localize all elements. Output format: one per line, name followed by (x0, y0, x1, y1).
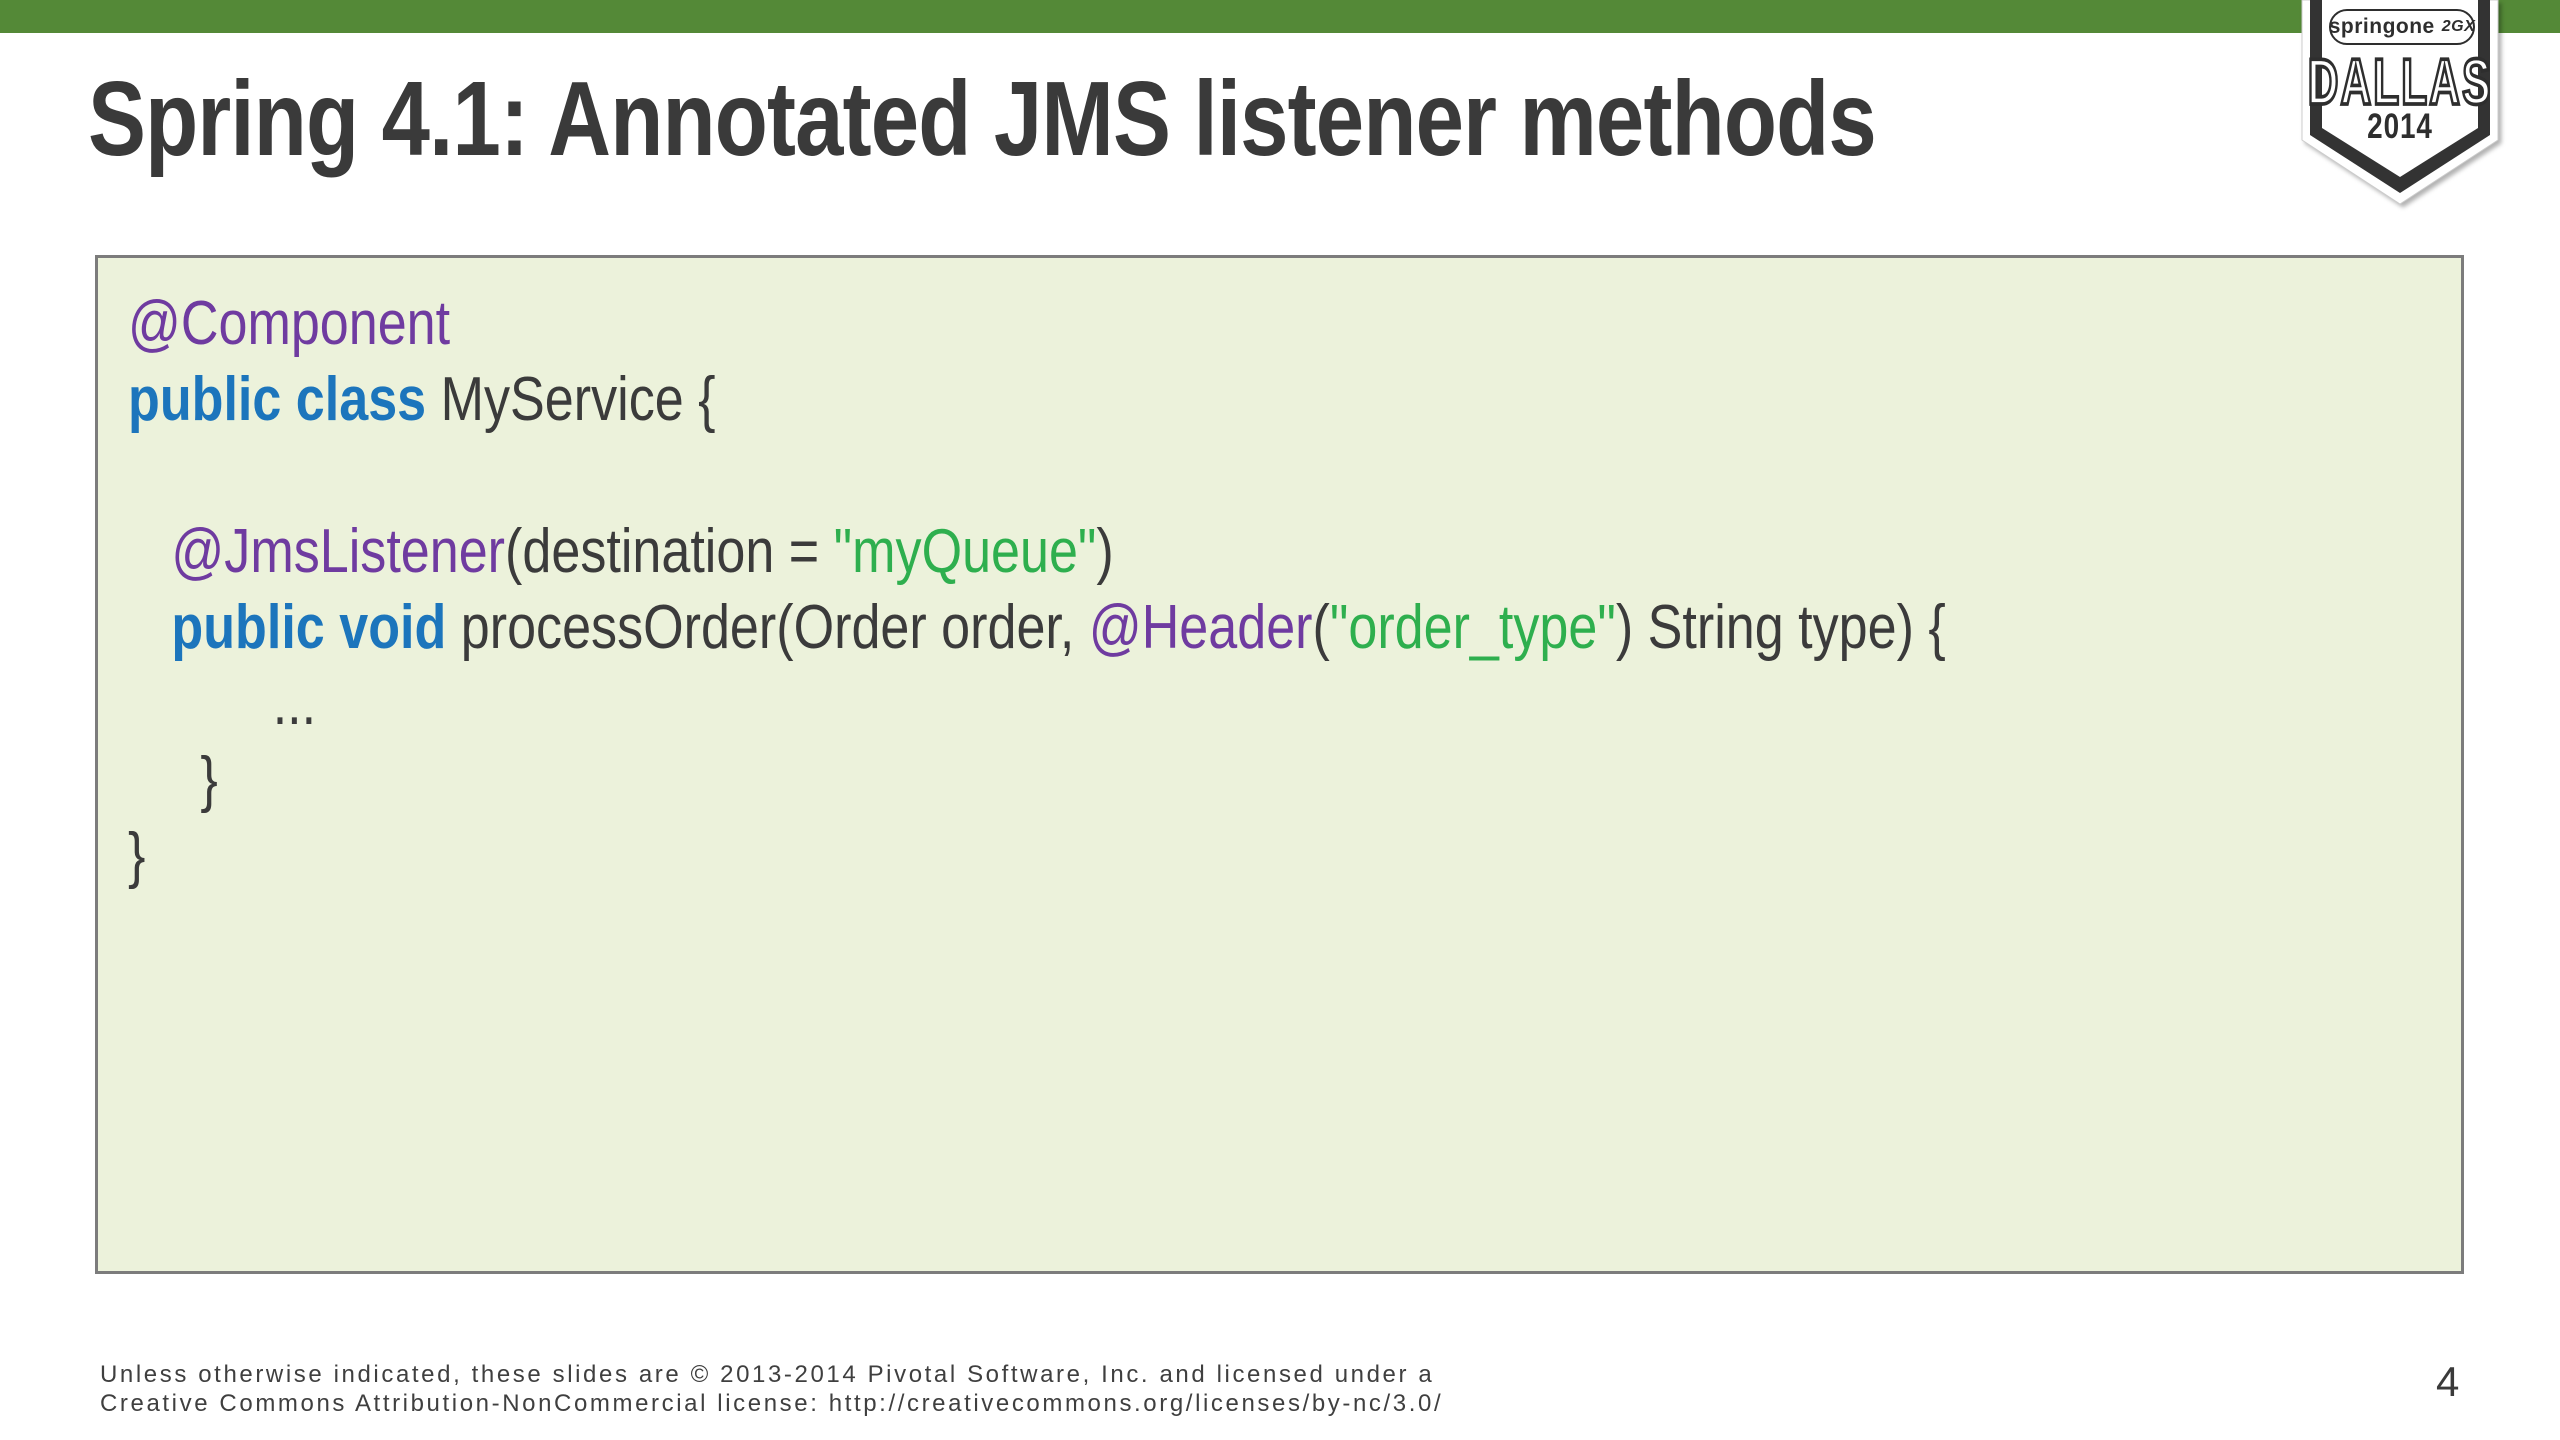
code-line: } (128, 745, 218, 814)
badge-content: springone 2GX DALLAS 2014 (2300, 0, 2500, 214)
springone-logo-text: springone (2328, 15, 2435, 38)
conference-badge: springone 2GX DALLAS 2014 (2300, 0, 2500, 214)
code-line (128, 438, 2088, 514)
license-footer-line2: Creative Commons Attribution-NonCommerci… (100, 1390, 1444, 1417)
code-line: ... (128, 669, 317, 738)
code-line: @Component (128, 289, 451, 358)
page-number: 4 (2436, 1358, 2460, 1405)
slide-title: Spring 4.1: Annotated JMS listener metho… (88, 60, 1877, 178)
code-lines: @Component public class MyService { @JmsL… (128, 286, 2461, 894)
code-line: @JmsListener(destination = "myQueue") (171, 517, 1114, 586)
top-accent-bar (0, 0, 2560, 33)
springone-logo: springone 2GX (2329, 9, 2475, 45)
badge-year-label: 2014 (2367, 105, 2433, 146)
2gx-logo-text: 2GX (2441, 18, 2476, 35)
code-panel: @Component public class MyService { @JmsL… (95, 255, 2464, 1274)
code-line: public void processOrder(Order order, @H… (171, 593, 1946, 662)
badge-city-label: DALLAS (2306, 44, 2493, 119)
code-line: } (128, 821, 146, 890)
license-footer-line1: Unless otherwise indicated, these slides… (100, 1361, 1435, 1388)
code-line: public class MyService { (128, 365, 716, 434)
license-footer: Unless otherwise indicated, these slides… (100, 1360, 1443, 1418)
